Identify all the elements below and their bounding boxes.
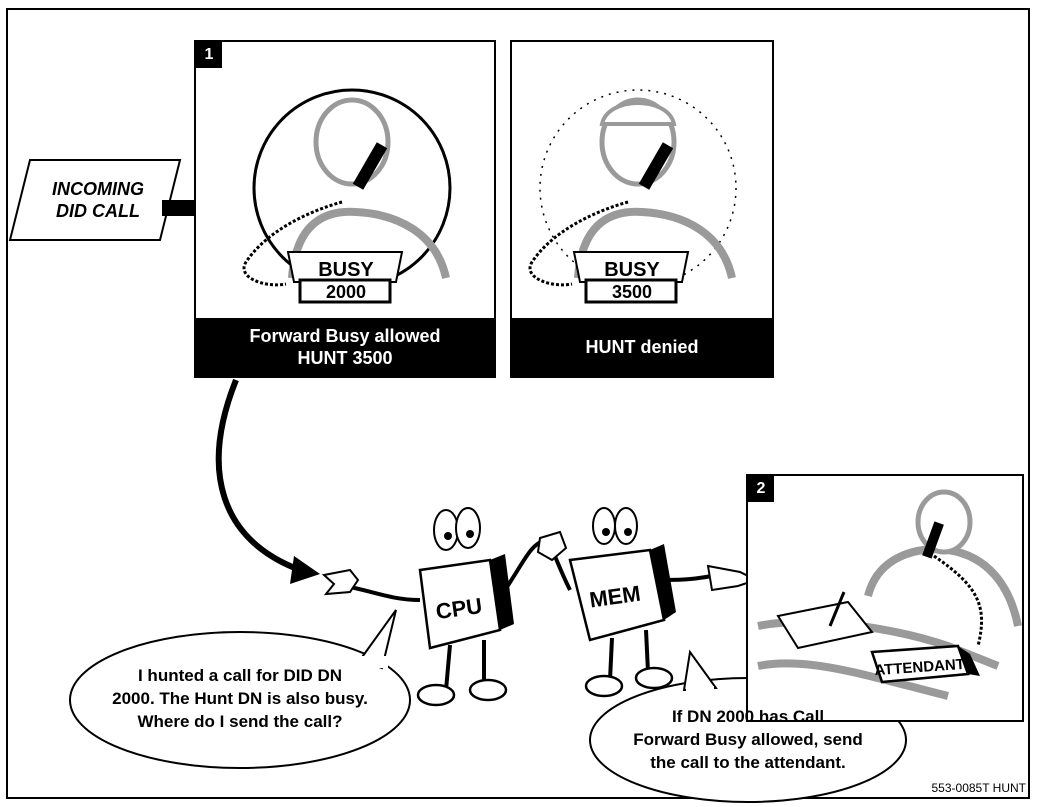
busy-sign: BUSY	[604, 259, 660, 281]
busy-sign: BUSY	[318, 259, 374, 281]
attendant-illustration: ATTENDANT	[748, 476, 1024, 722]
cpu-bubble-line2: 2000. The Hunt DN is also busy.	[80, 687, 400, 710]
route-arrow	[219, 380, 300, 570]
mem-character	[538, 508, 756, 696]
cpu-bubble-line1: I hunted a call for DID DN	[80, 664, 400, 687]
mem-bubble-line1: If DN 2000 has Call	[596, 705, 900, 728]
caption-line2: HUNT 3500	[297, 347, 392, 369]
caption-line1: Forward Busy allowed	[249, 325, 440, 347]
dn-3500-label: 3500	[612, 282, 652, 302]
route-arrow-head	[290, 556, 320, 584]
incoming-call-label: INCOMING DID CALL	[34, 178, 162, 222]
mem-bubble-line2: Forward Busy allowed, send	[596, 728, 900, 751]
figure-reference: 553-0085T HUNT	[932, 781, 1027, 795]
caption-line: HUNT denied	[585, 336, 698, 358]
mem-bubble-line3: the call to the attendant.	[596, 751, 900, 774]
dn-2000-label: 2000	[326, 282, 366, 302]
cpu-bubble-line3: Where do I send the call?	[80, 710, 400, 733]
cpu-bubble-text: I hunted a call for DID DN 2000. The Hun…	[80, 664, 400, 733]
panel-attendant: 2 ATTENDANT	[746, 474, 1024, 722]
panel-forward-busy: 1 BUSY 2000 Forward Busy allowed HUNT 35…	[194, 40, 496, 378]
panel-hunt-caption: HUNT denied	[512, 318, 772, 376]
mem-bubble-text: If DN 2000 has Call Forward Busy allowed…	[596, 705, 900, 774]
incoming-line1: INCOMING	[34, 178, 162, 200]
panel-hunt-denied: BUSY 3500 HUNT denied	[510, 40, 774, 378]
incoming-line2: DID CALL	[34, 200, 162, 222]
panel1-caption: Forward Busy allowed HUNT 3500	[196, 318, 494, 376]
